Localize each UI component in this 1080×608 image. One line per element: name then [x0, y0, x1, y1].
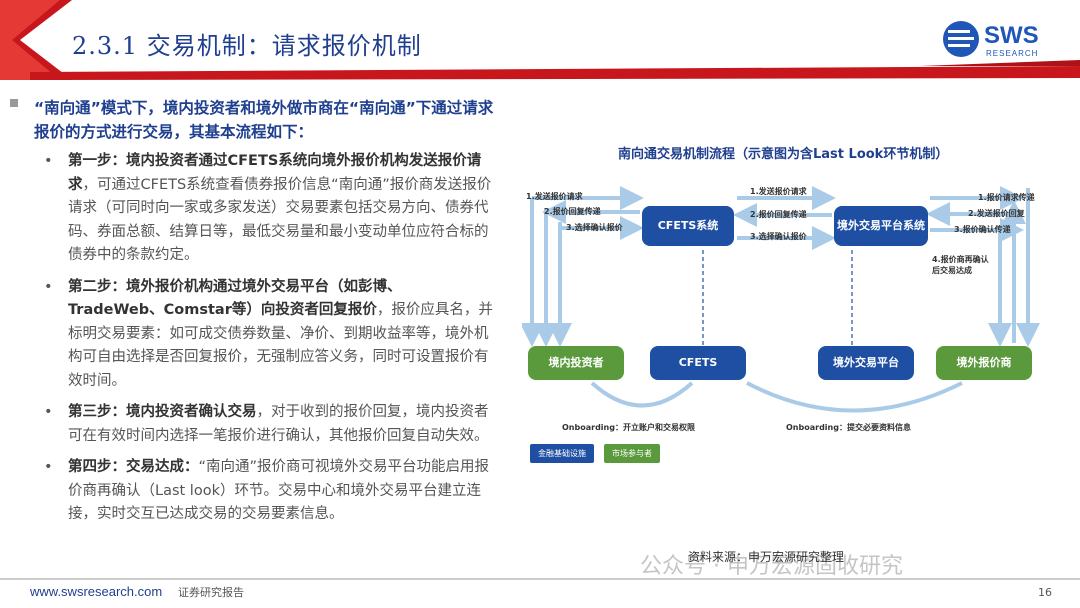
logo-icon	[943, 21, 979, 57]
left-label: 3.选择确认报价	[566, 223, 623, 232]
step-bold: 第二步：境外报价机构通过境外交易平台（如彭博、TradeWeb、Comstar等…	[68, 278, 402, 319]
cfets-system-box: CFETS系统	[642, 206, 734, 246]
header-banner: 2.3.1 交易机制：请求报价机制 SWS RESEARCH	[0, 0, 1080, 80]
step-item: • 第三步：境内投资者确认交易，对于收到的报价回复，境内投资者可在有效时间内选择一…	[40, 401, 495, 448]
right-label: 4.报价商再确认后交易达成	[932, 255, 989, 275]
left-label: 2.报价回复传递	[544, 207, 601, 216]
sws-logo: SWS RESEARCH	[942, 20, 1052, 60]
right-label: 1.报价请求传递	[978, 193, 1035, 202]
step-bold: 第一步：境内投资者通过CFETS系统向境外报价机构发送报价请求	[68, 153, 482, 193]
right-label: 2.发送报价回复	[968, 209, 1025, 218]
step-text: ，报价应具名，并标明交易要素：如可成交债券数量、净价、到期收益率等，境外机构可自…	[68, 302, 493, 389]
right-label: 3.报价确认传递	[954, 225, 1011, 234]
logo-sub: RESEARCH	[986, 49, 1039, 58]
page-number: 16	[1038, 586, 1052, 599]
onboarding-left: Onboarding：开立账户和交易权限	[562, 423, 695, 432]
square-bullet-icon	[10, 99, 18, 107]
step-item: • 第四步：交易达成：“南向通”报价商可视境外交易平台功能启用报价商再确认（Las…	[40, 456, 495, 527]
left-label: 1.发送报价请求	[526, 192, 583, 201]
intro-paragraph: “南向通”模式下，境内投资者和境外做市商在“南向通”下通过请求报价的方式进行交易…	[10, 96, 500, 144]
step-bold: 第四步：交易达成：	[68, 459, 199, 475]
mid-label: 3.选择确认报价	[750, 232, 807, 241]
legend-participants: 市场参与者	[604, 444, 660, 463]
step-item: • 第一步：境内投资者通过CFETS系统向境外报价机构发送报价请求，可通过CFET…	[40, 150, 495, 268]
intro-text: “南向通”模式下，境内投资者和境外做市商在“南向通”下通过请求报价的方式进行交易…	[34, 99, 494, 141]
header-shape	[0, 0, 1080, 80]
cfets-box: CFETS	[650, 346, 746, 380]
offshore-trading-box: 境外交易平台	[818, 346, 914, 380]
flow-diagram: 南向通交易机制流程（示意图为含Last Look环节机制）	[522, 138, 1062, 470]
bullet-icon: •	[44, 153, 53, 169]
logo-name: SWS	[984, 22, 1039, 49]
footer-url[interactable]: www.swsresearch.com	[30, 584, 163, 599]
steps-list: • 第一步：境内投资者通过CFETS系统向境外报价机构发送报价请求，可通过CFET…	[40, 150, 495, 535]
footer-report-label: 证券研究报告	[178, 586, 244, 599]
diagram-arrows	[522, 186, 1040, 413]
offshore-platform-box: 境外交易平台系统	[834, 206, 928, 246]
bullet-icon: •	[44, 404, 53, 420]
bullet-icon: •	[44, 278, 53, 295]
source-note: 资料来源：申万宏源研究整理	[688, 550, 845, 564]
legend-infrastructure: 金融基础设施	[530, 444, 594, 463]
footer-divider	[0, 578, 1080, 580]
step-text: ，对于收到的报价回复，境内投资者可在有效时间内选择一笔报价进行确认，其他报价回复…	[68, 404, 489, 444]
watermark: 公众号 · 申万宏源固收研究	[640, 554, 903, 579]
step-item: • 第二步：境外报价机构通过境外交易平台（如彭博、TradeWeb、Comstar…	[40, 276, 495, 394]
diagram-title: 南向通交易机制流程（示意图为含Last Look环节机制）	[618, 147, 949, 162]
step-text: “南向通”报价商可视境外交易平台功能启用报价商再确认（Last look）环节。…	[68, 459, 490, 522]
step-bold: 第三步：境内投资者确认交易	[68, 404, 257, 420]
page-title: 2.3.1 交易机制：请求报价机制	[72, 32, 422, 60]
mid-label: 1.发送报价请求	[750, 187, 807, 196]
onboarding-right: Onboarding：提交必要资料信息	[786, 423, 911, 432]
step-text: ，可通过CFETS系统查看债券报价信息“南向通”报价商发送报价请求（可同时向一家…	[68, 176, 492, 264]
domestic-investor-box: 境内投资者	[528, 346, 624, 380]
mid-label: 2.报价回复传递	[750, 210, 807, 219]
bullet-icon: •	[44, 459, 53, 475]
offshore-dealer-box: 境外报价商	[936, 346, 1032, 380]
